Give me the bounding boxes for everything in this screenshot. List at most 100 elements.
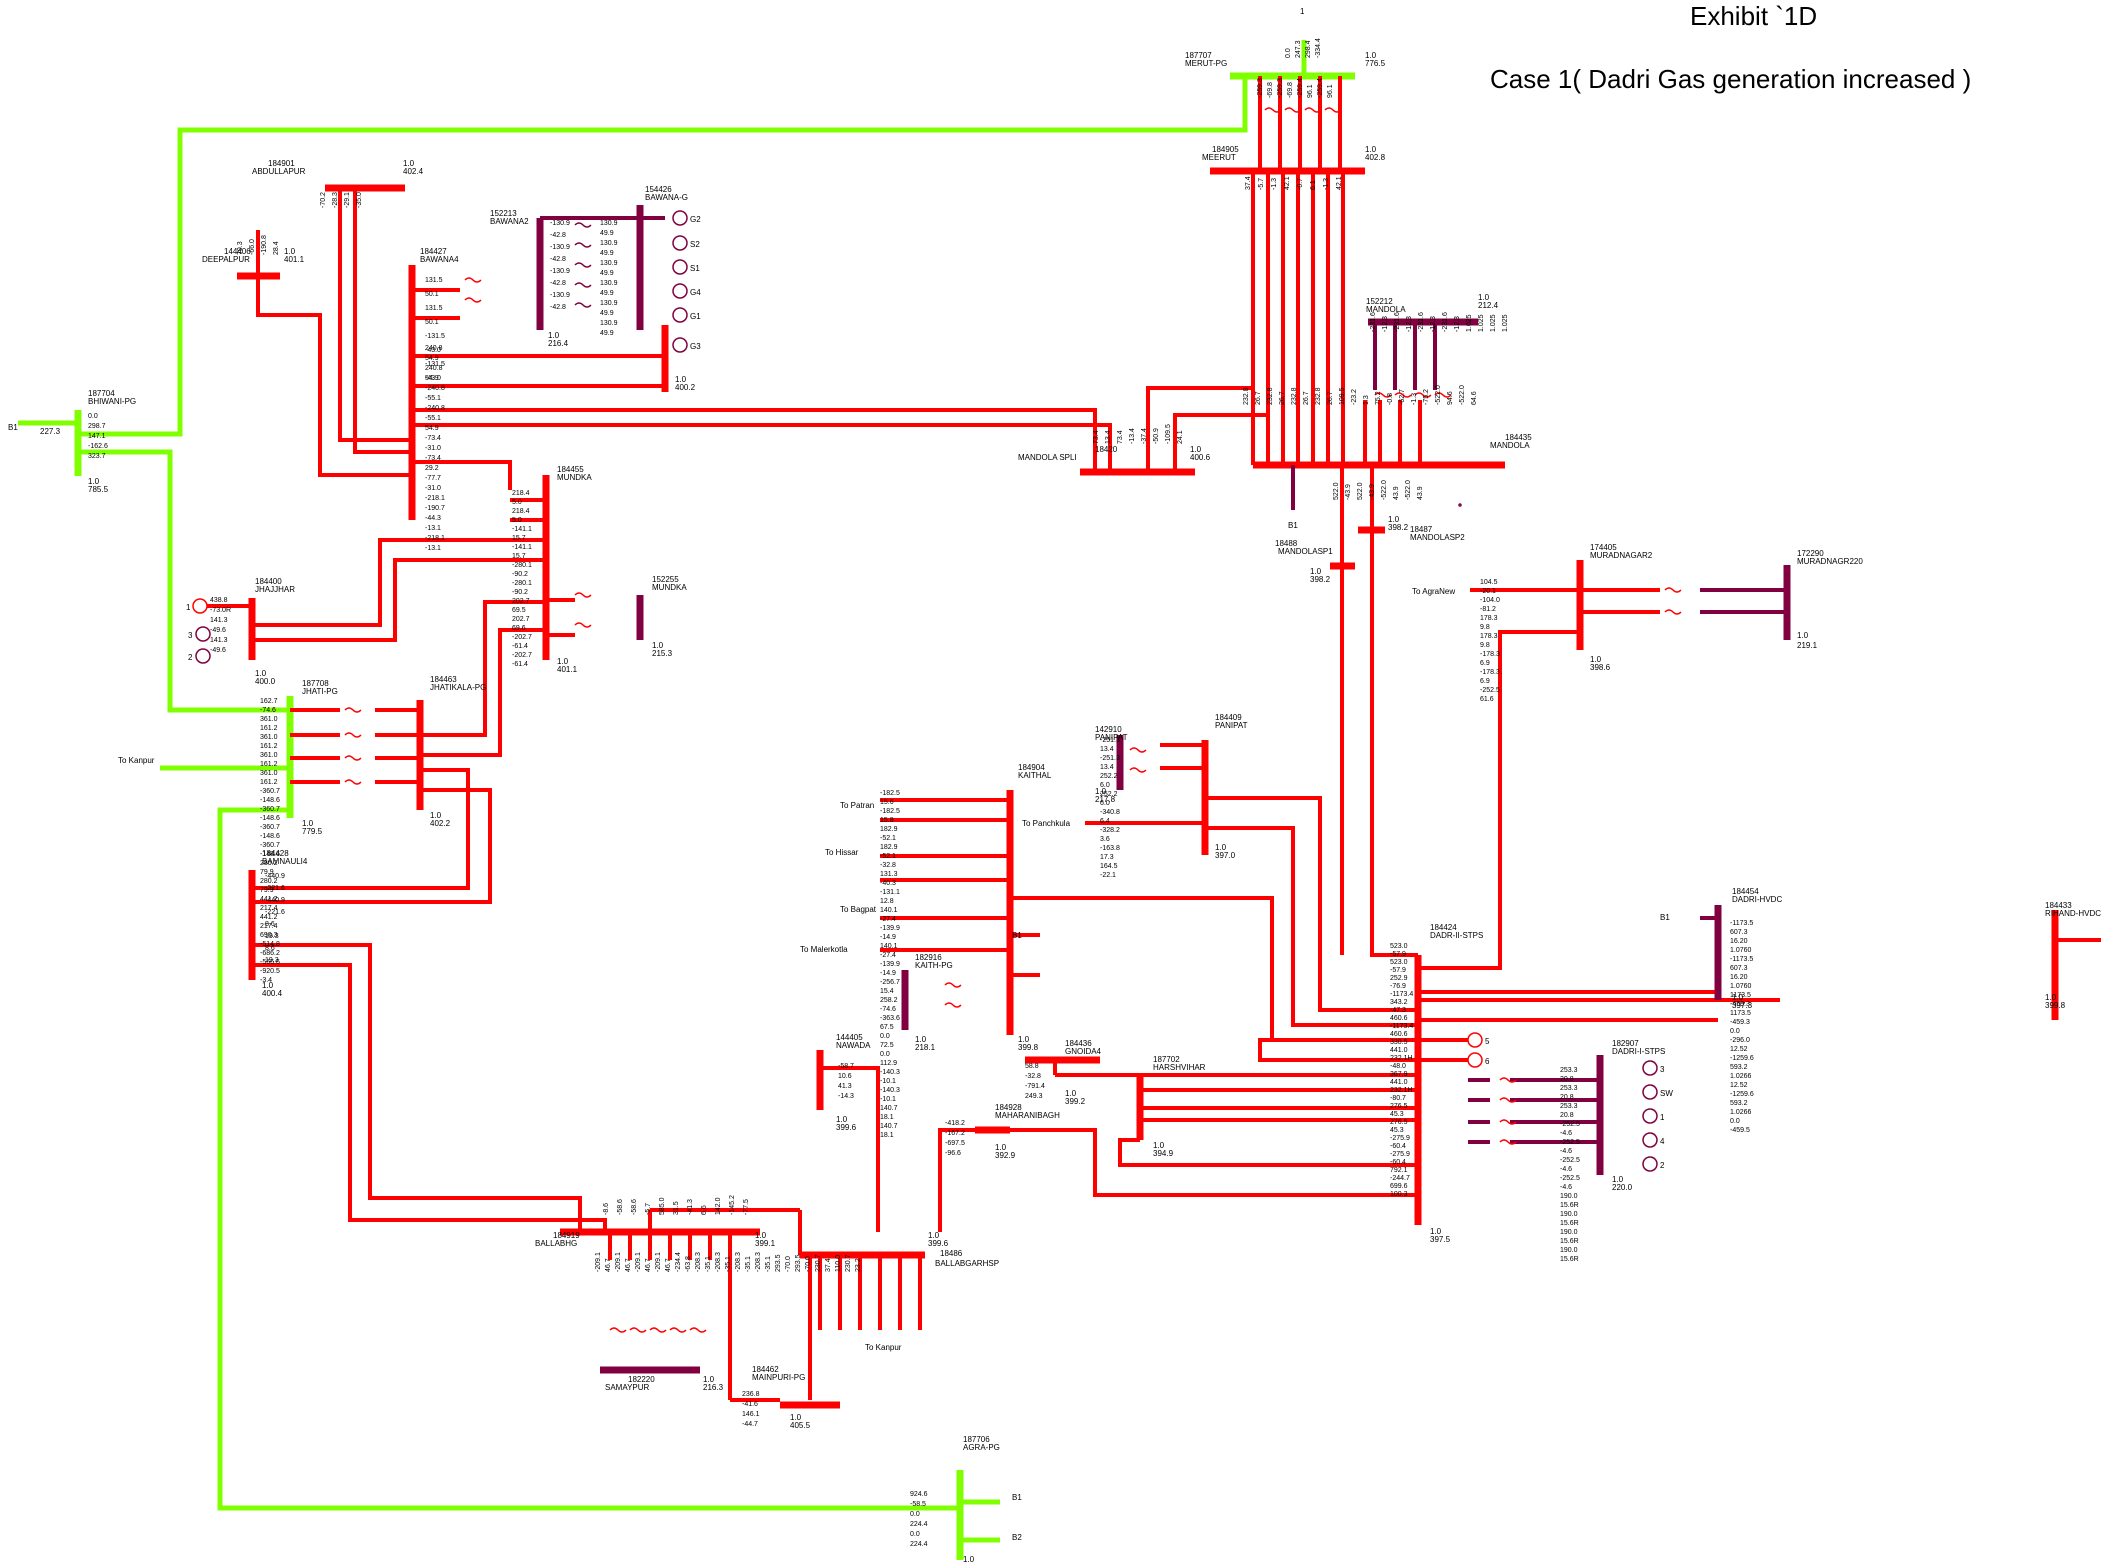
flow-value: 0.0 bbox=[1730, 1028, 1740, 1035]
line-jhati-agra[interactable] bbox=[217, 807, 960, 1511]
red-network bbox=[200, 76, 2101, 1409]
flow-value: 217.4 bbox=[260, 923, 278, 930]
gen-icon[interactable] bbox=[672, 283, 688, 299]
bus-pu: 1.0 bbox=[1310, 567, 1322, 576]
bus-number: 172290 bbox=[1797, 549, 1824, 558]
flow-value: 607.3 bbox=[1730, 965, 1748, 972]
flow-value: 61.6 bbox=[1480, 696, 1494, 703]
gen-icon[interactable] bbox=[192, 598, 208, 614]
gen-icon[interactable] bbox=[672, 259, 688, 275]
gen-icon[interactable] bbox=[672, 307, 688, 323]
bus-name: AGRA-PG bbox=[963, 1443, 1000, 1452]
flow-value: 142.0 bbox=[715, 1197, 722, 1215]
flow-value: 9.8 bbox=[1480, 624, 1490, 631]
bus-name: SAMAYPUR bbox=[605, 1383, 650, 1392]
bus-number: 182220 bbox=[628, 1375, 655, 1384]
gen-icon[interactable] bbox=[1642, 1060, 1658, 1076]
line-bhiwani-jhati[interactable] bbox=[78, 449, 290, 713]
flow-value: 6.1 bbox=[1310, 180, 1317, 190]
flow-value: 1.0266 bbox=[1730, 1073, 1752, 1080]
flow-value: -1.3 bbox=[1271, 178, 1278, 190]
bus-pu: 1.0 bbox=[675, 375, 687, 384]
gen-icon[interactable] bbox=[1467, 1032, 1483, 1048]
flow-value: 0.0 bbox=[1730, 1118, 1740, 1125]
gen-icon[interactable] bbox=[1467, 1052, 1483, 1068]
flow-value: -41.3 bbox=[687, 1199, 694, 1215]
gen-label: 5 bbox=[1485, 1037, 1490, 1046]
flow-value: -96.6 bbox=[945, 1150, 961, 1157]
gen-label: 4 bbox=[1660, 1137, 1665, 1146]
flow-value: -202.7 bbox=[512, 652, 532, 659]
flow-value: 202.7 bbox=[512, 598, 530, 605]
flow-value: 15.4 bbox=[880, 988, 894, 995]
bus-pu: 1.0 bbox=[1365, 51, 1377, 60]
flow-value: -148.6 bbox=[260, 851, 280, 858]
gen-icon[interactable] bbox=[195, 626, 211, 642]
bus-number: 184427 bbox=[420, 247, 447, 256]
flow-value: -209.1 bbox=[615, 1252, 622, 1272]
gen-icon[interactable] bbox=[1642, 1156, 1658, 1172]
gen-label: 2 bbox=[1660, 1161, 1665, 1170]
flow-value: 94.6 bbox=[1447, 391, 1454, 405]
bus-name: MANDOLA bbox=[1366, 305, 1406, 314]
bus-name: BALLABHG bbox=[535, 1239, 577, 1248]
flow-value: -259.4 bbox=[1297, 78, 1304, 98]
flow-value: -190.8 bbox=[261, 235, 268, 255]
flow-value: 46.7 bbox=[625, 1258, 632, 1272]
flow-value: -47.3 bbox=[1390, 1007, 1406, 1014]
flow-value: -74.6 bbox=[260, 707, 276, 714]
bus-name: HARSHVIHAR bbox=[1153, 1063, 1206, 1072]
flow-value: -55.1 bbox=[425, 395, 441, 402]
flow-value: -360.7 bbox=[260, 788, 280, 795]
flow-value: 20.8 bbox=[1560, 1112, 1574, 1119]
gen-label: G3 bbox=[690, 342, 701, 351]
flow-value: 140.7 bbox=[880, 1105, 898, 1112]
line-merut-bhiwani[interactable] bbox=[78, 76, 1248, 437]
flow-value: 232.8 bbox=[1243, 387, 1250, 405]
flow-value: 0.0 bbox=[88, 413, 98, 420]
flow-value: -41.6 bbox=[742, 1401, 758, 1408]
flow-value: -275.9 bbox=[1390, 1151, 1410, 1158]
bus-number: 152213 bbox=[490, 209, 517, 218]
flow-value: 13.4 bbox=[1105, 430, 1112, 444]
gen-icon[interactable] bbox=[672, 210, 688, 226]
bus-name: KAITH-PG bbox=[915, 961, 953, 970]
flow-value: 54.9 bbox=[425, 355, 439, 362]
flow-value: 232.1H bbox=[1390, 1055, 1413, 1062]
flow-value: -52.1 bbox=[880, 835, 896, 842]
flow-value: -90.2 bbox=[512, 589, 528, 596]
gen-icon[interactable] bbox=[1642, 1132, 1658, 1148]
flow-value: -0.8 bbox=[1387, 393, 1394, 405]
flow-value: 104.5 bbox=[1480, 579, 1498, 586]
gen-icon[interactable] bbox=[672, 235, 688, 251]
bus-kv: 785.5 bbox=[88, 485, 109, 494]
flow-value: -49.6 bbox=[210, 627, 226, 634]
flow-value: -81.2 bbox=[1480, 606, 1496, 613]
flow-value: 361.0 bbox=[260, 752, 278, 759]
flow-value: -252.5 bbox=[1560, 1139, 1580, 1146]
flow-value: 15.7 bbox=[512, 535, 526, 542]
mandola-transformers bbox=[1374, 392, 1452, 398]
gen-icon[interactable] bbox=[1642, 1108, 1658, 1124]
flow-value: 276.5 bbox=[1390, 1119, 1408, 1126]
flow-value: 12.8 bbox=[880, 898, 894, 905]
flow-value: 19.3 bbox=[265, 957, 279, 964]
flow-value: 49.9 bbox=[600, 290, 614, 297]
flow-value: 190.0 bbox=[1560, 1229, 1578, 1236]
flow-value: -131.5 bbox=[425, 361, 445, 368]
flow-value: -130.9 bbox=[550, 268, 570, 275]
flow-value: 23.2 bbox=[855, 1258, 862, 1272]
bus-number: 154426 bbox=[645, 185, 672, 194]
gen-icon[interactable] bbox=[1642, 1084, 1658, 1100]
bus-name: NAWADA bbox=[836, 1041, 871, 1050]
flow-value: -340.8 bbox=[1100, 809, 1120, 816]
gen-icon[interactable] bbox=[195, 648, 211, 664]
gen-label: 3 bbox=[1660, 1065, 1665, 1074]
flow-value: -66.0 bbox=[249, 239, 256, 255]
flow-value: 69.6 bbox=[512, 625, 526, 632]
gen-icon[interactable] bbox=[672, 337, 688, 353]
flow-value: 522.0 bbox=[1333, 482, 1340, 500]
flow-value: 924.6 bbox=[910, 1491, 928, 1498]
flow-value: 361.0 bbox=[260, 716, 278, 723]
flow-value: 236.8 bbox=[742, 1391, 760, 1398]
